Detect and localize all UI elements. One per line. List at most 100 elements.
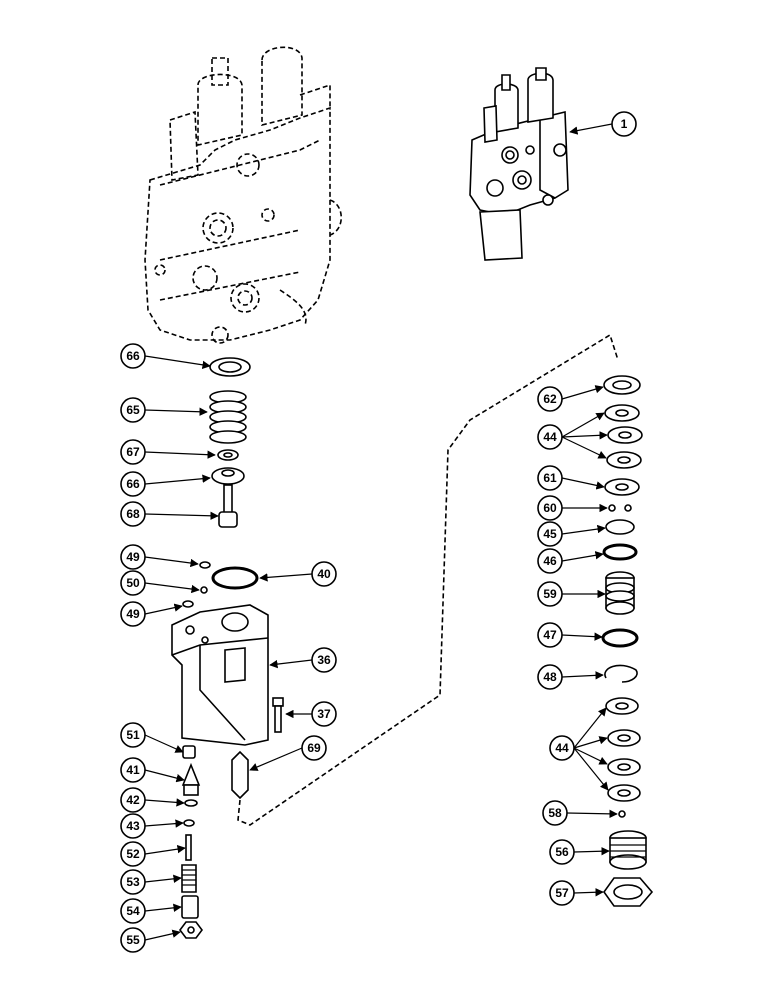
svg-text:67: 67 — [126, 445, 140, 459]
callout-44: 44 — [537, 424, 563, 450]
svg-text:40: 40 — [317, 567, 331, 581]
spring-65 — [209, 390, 247, 444]
svg-text:62: 62 — [543, 392, 557, 406]
callout-48: 48 — [537, 664, 563, 690]
ring-43 — [183, 819, 195, 827]
callout-65: 65 — [120, 397, 146, 423]
callout-49: 49 — [120, 544, 146, 570]
ring-42 — [184, 799, 198, 807]
callout-59: 59 — [537, 581, 563, 607]
callout-57: 57 — [549, 880, 575, 906]
snap-ring-48 — [604, 664, 638, 683]
svg-text:57: 57 — [555, 886, 569, 900]
svg-text:52: 52 — [126, 847, 140, 861]
svg-text:66: 66 — [126, 349, 140, 363]
valve-assembly-phantom — [144, 46, 343, 344]
washer-66-lower — [211, 467, 245, 485]
svg-text:53: 53 — [126, 875, 140, 889]
svg-text:58: 58 — [548, 806, 562, 820]
callout-1: 1 — [611, 111, 637, 137]
svg-text:44: 44 — [543, 430, 557, 444]
svg-text:66: 66 — [126, 477, 140, 491]
o-ring-40 — [211, 566, 259, 590]
svg-text:50: 50 — [126, 576, 140, 590]
svg-text:49: 49 — [126, 607, 140, 621]
washer-66-upper — [209, 357, 251, 377]
svg-text:1: 1 — [621, 117, 628, 131]
ball-58 — [618, 810, 626, 818]
svg-text:47: 47 — [543, 628, 557, 642]
svg-text:69: 69 — [307, 741, 321, 755]
o-ring-47 — [601, 628, 639, 648]
svg-text:37: 37 — [317, 707, 331, 721]
svg-text:61: 61 — [543, 471, 557, 485]
poppet-41 — [181, 762, 201, 796]
plug-59 — [605, 571, 635, 615]
callout-44-lower: 44 — [549, 735, 575, 761]
o-ring-49-lower — [182, 600, 194, 608]
svg-text:51: 51 — [126, 728, 140, 742]
spring-53 — [181, 864, 197, 893]
callout-50: 50 — [120, 570, 146, 596]
callout-40: 40 — [311, 561, 337, 587]
svg-text:60: 60 — [543, 501, 557, 515]
washers-44-upper — [604, 404, 643, 469]
washer-67 — [217, 449, 239, 461]
callout-67: 67 — [120, 439, 146, 465]
bolt-37 — [272, 697, 284, 733]
callout-51: 51 — [120, 722, 146, 748]
callout-62: 62 — [537, 386, 563, 412]
svg-text:54: 54 — [126, 904, 140, 918]
svg-text:45: 45 — [543, 527, 557, 541]
callout-37: 37 — [311, 701, 337, 727]
svg-text:43: 43 — [126, 819, 140, 833]
adjuster-54 — [181, 895, 199, 919]
relief-valve-69 — [231, 750, 249, 800]
plug-56 — [609, 830, 647, 870]
ball-50 — [200, 586, 208, 594]
retainer-61 — [604, 478, 640, 496]
callout-69: 69 — [301, 735, 327, 761]
o-ring-49-upper — [199, 561, 211, 569]
svg-text:44: 44 — [555, 741, 569, 755]
callout-49-lower: 49 — [120, 601, 146, 627]
callout-56: 56 — [549, 839, 575, 865]
callout-41: 41 — [120, 757, 146, 783]
svg-text:41: 41 — [126, 763, 140, 777]
nut-55 — [179, 921, 203, 939]
callout-66: 66 — [120, 343, 146, 369]
callout-61: 61 — [537, 465, 563, 491]
leader-lines — [144, 123, 618, 941]
svg-text:46: 46 — [543, 554, 557, 568]
callout-52: 52 — [120, 841, 146, 867]
housing-36 — [171, 604, 269, 746]
snap-ring-45 — [605, 519, 635, 535]
callout-45: 45 — [537, 521, 563, 547]
callout-43: 43 — [120, 813, 146, 839]
callout-55: 55 — [120, 927, 146, 953]
callout-53: 53 — [120, 869, 146, 895]
callout-68: 68 — [120, 501, 146, 527]
svg-text:68: 68 — [126, 507, 140, 521]
retainer-62 — [603, 375, 641, 395]
washers-44-lower — [605, 697, 641, 802]
pin-52 — [185, 834, 192, 861]
o-ring-46 — [602, 543, 638, 561]
callout-42: 42 — [120, 787, 146, 813]
svg-text:55: 55 — [126, 933, 140, 947]
callout-36: 36 — [311, 647, 337, 673]
svg-text:36: 36 — [317, 653, 331, 667]
svg-text:56: 56 — [555, 845, 569, 859]
balls-60 — [608, 504, 632, 512]
nut-57 — [603, 877, 654, 907]
svg-text:48: 48 — [543, 670, 557, 684]
svg-text:59: 59 — [543, 587, 557, 601]
callout-46: 46 — [537, 548, 563, 574]
spool-68 — [218, 484, 238, 528]
callout-58: 58 — [542, 800, 568, 826]
callout-47: 47 — [537, 622, 563, 648]
plug-51 — [182, 745, 196, 759]
callout-60: 60 — [537, 495, 563, 521]
control-valve-assembly — [469, 67, 569, 261]
